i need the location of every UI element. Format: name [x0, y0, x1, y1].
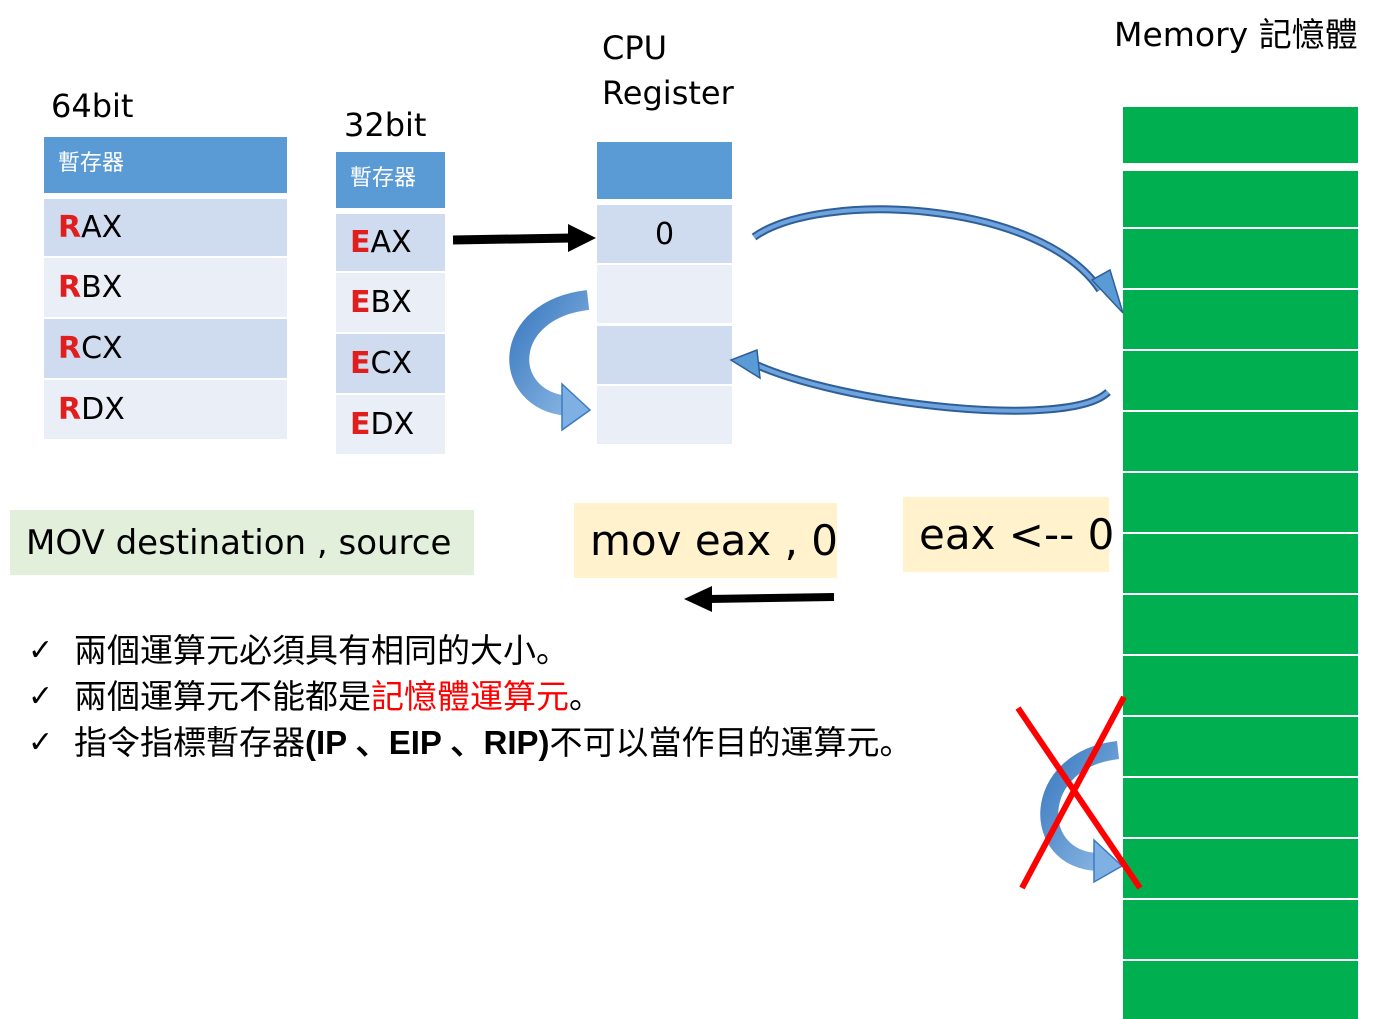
memory-cell [1123, 961, 1358, 1019]
label-cpu: CPU [602, 29, 668, 67]
rule-text-bold: (IP 、EIP 、RIP) [305, 724, 550, 761]
table-header: 暫存器 [44, 137, 287, 193]
cpu-to-memory-curve-arrow-icon [751, 205, 1124, 314]
mov-instruction-box: mov eax , 0 [574, 503, 838, 578]
register-prefix: E [350, 407, 371, 442]
rule-item: ✓ 兩個運算元不能都是記憶體運算元。 [28, 674, 913, 720]
check-icon: ✓ [28, 725, 54, 760]
register-suffix: DX [81, 392, 125, 427]
memory-column [1123, 107, 1358, 1019]
cpu-register-cell [597, 326, 732, 384]
register-prefix: R [58, 331, 82, 366]
memory-cell [1123, 595, 1358, 656]
register-suffix: CX [370, 346, 413, 381]
check-icon: ✓ [28, 679, 54, 714]
register-prefix: R [58, 210, 82, 245]
label-memory: Memory 記憶體 [1114, 15, 1358, 54]
register-suffix: BX [370, 285, 412, 320]
rule-text-highlight: 記憶體運算元 [371, 677, 569, 716]
memory-cell [1123, 290, 1358, 351]
label-64bit: 64bit [51, 87, 134, 125]
register-prefix: E [350, 346, 371, 381]
register-prefix: R [58, 392, 82, 427]
memory-cell [1123, 839, 1358, 900]
memory-cell [1123, 473, 1358, 534]
rules-list: ✓ 兩個運算元必須具有相同的大小。 ✓ 兩個運算元不能都是記憶體運算元。 ✓ 指… [28, 628, 913, 766]
cpu-register-column: 0 [597, 142, 732, 444]
memory-cell [1123, 656, 1358, 717]
assignment-box: eax <-- 0 [903, 497, 1114, 572]
cpu-register-header [597, 142, 732, 199]
register-prefix: E [350, 225, 371, 260]
register-suffix: CX [81, 331, 123, 366]
memory-cell [1123, 534, 1358, 595]
rule-text: 兩個運算元必須具有相同的大小。 [74, 631, 569, 670]
memory-cell [1123, 900, 1358, 961]
label-32bit: 32bit [344, 106, 427, 144]
table-header: 暫存器 [336, 152, 445, 208]
label-register: Register [602, 74, 734, 112]
rule-item: ✓ 兩個運算元必須具有相同的大小。 [28, 628, 913, 674]
invalid-x-icon [1015, 695, 1143, 890]
cpu-register-cell-eax: 0 [597, 205, 732, 263]
memory-cell [1123, 107, 1358, 165]
register-suffix: DX [370, 407, 415, 442]
cpu-register-cell [597, 265, 732, 323]
memory-cell [1123, 778, 1358, 839]
rule-text: 指令指標暫存器 [74, 723, 305, 762]
memory-cell [1123, 412, 1358, 473]
memory-to-cpu-curve-arrow-icon [729, 348, 1111, 415]
syntax-box: MOV destination , source [10, 510, 474, 575]
rule-text: 不可以當作目的運算元。 [549, 723, 913, 762]
register-prefix: E [350, 285, 371, 320]
rule-item: ✓ 指令指標暫存器(IP 、EIP 、RIP) 不可以當作目的運算元。 [28, 720, 913, 766]
check-icon: ✓ [28, 633, 54, 668]
left-arrow-icon [684, 586, 835, 612]
register-to-register-curve-arrow-icon [509, 290, 592, 432]
register-suffix: BX [81, 270, 123, 305]
register-suffix: AX [81, 210, 123, 245]
register-prefix: R [58, 270, 82, 305]
eax-to-cpu-arrow-icon [452, 224, 596, 252]
cpu-register-cell [597, 386, 732, 444]
memory-cell [1123, 229, 1358, 290]
rule-text: 。 [569, 677, 602, 716]
memory-cell [1123, 717, 1358, 778]
register-suffix: AX [370, 225, 412, 260]
memory-cell [1123, 171, 1358, 229]
memory-cell [1123, 351, 1358, 412]
rule-text: 兩個運算元不能都是 [74, 677, 371, 716]
